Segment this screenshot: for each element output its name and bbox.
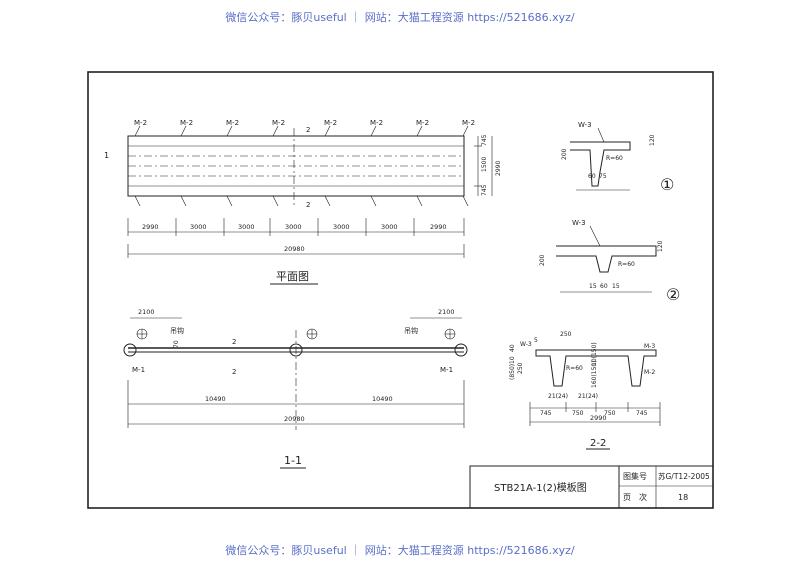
plan-bay-dim: 3000 xyxy=(285,223,302,231)
section22-label-m3: M-3 xyxy=(644,343,655,350)
detail2-dim-120: 120 xyxy=(657,240,664,252)
section11-half-dim: 10490 xyxy=(205,395,226,403)
detail-1: W-3 200 60 75 R=60 120 ① xyxy=(561,121,674,194)
detail1-radius: R=60 xyxy=(606,155,623,162)
detail1-circle-marker: ① xyxy=(660,175,674,194)
section22-dim-160: 160(150) xyxy=(591,360,598,388)
plan-m2-label: M-2 xyxy=(370,119,383,127)
detail1-dim-60: 60 xyxy=(588,173,596,180)
watermark-bottom: 微信公众号：豚贝useful ｜ 网站：大猫工程资源 https://52168… xyxy=(225,544,575,557)
section22-bottom-dim: 750 xyxy=(572,410,584,417)
section11-total-dim: 20980 xyxy=(284,415,305,423)
detail2-dim-15a: 15 xyxy=(589,283,597,290)
section22-dim-850: (850) xyxy=(509,364,516,380)
plan-m2-label: M-2 xyxy=(462,119,475,127)
section22-dim-250: 250 xyxy=(560,331,572,338)
plan-right-dim: 745 xyxy=(481,134,488,146)
section22-dim-250v: 250 xyxy=(517,362,524,374)
detail2-radius: R=60 xyxy=(618,261,635,268)
section11-m1-left: M-1 xyxy=(132,366,145,374)
plan-m2-label: M-2 xyxy=(324,119,337,127)
plan-bay-dim: 3000 xyxy=(190,223,207,231)
section11-half-dim: 10490 xyxy=(372,395,393,403)
plan-m2-label: M-2 xyxy=(180,119,193,127)
plan-total-dim: 20980 xyxy=(284,245,305,253)
plan-right-total: 2990 xyxy=(495,161,502,176)
section11-hook-left: 吊钩 xyxy=(170,326,184,335)
section11-m1-right: M-1 xyxy=(440,366,453,374)
plan-section-mark-bottom: 2 xyxy=(306,201,310,209)
plan-right-dim: 1500 xyxy=(481,157,488,172)
detail1-dim-200: 200 xyxy=(561,148,568,160)
detail1-label: W-3 xyxy=(578,121,592,129)
atlas-label: 图集号 xyxy=(623,471,647,481)
plan-bay-dim: 3000 xyxy=(381,223,398,231)
section22-total-dim: 2990 xyxy=(590,414,607,422)
detail2-dim-60: 60 xyxy=(600,283,608,290)
section22-bottom-dim: 745 xyxy=(636,410,648,417)
section22-dim-150: 10(150) xyxy=(591,342,598,366)
section11-right-dim: 2100 xyxy=(438,308,455,316)
section11-mark-top: 2 xyxy=(232,338,236,346)
plan-bay-dim: 2990 xyxy=(430,223,447,231)
section11-left-dim: 2100 xyxy=(138,308,155,316)
plan-m2-label: M-2 xyxy=(272,119,285,127)
section22-radius: R=60 xyxy=(566,365,583,372)
section22-dim-21b: 21(24) xyxy=(578,393,598,400)
plan-bay-dim: 3000 xyxy=(333,223,350,231)
detail1-dim-120: 120 xyxy=(649,134,656,146)
section22-bottom-dim: 750 xyxy=(604,410,616,417)
detail2-dim-200: 200 xyxy=(539,254,546,266)
section22-dim-10: 10 xyxy=(509,356,516,364)
atlas-value: 苏G/T12-2005 xyxy=(658,471,710,481)
detail2-label: W-3 xyxy=(572,219,586,227)
section-2-2: M-3 M-2 W-3 5 250 10(150) 10 40 250 (850… xyxy=(509,331,661,450)
section22-dim-40: 40 xyxy=(509,344,516,352)
section22-dim-5: 5 xyxy=(534,337,538,344)
section22-label-m2: M-2 xyxy=(644,369,655,376)
plan-section-mark-top: 2 xyxy=(306,126,310,134)
section22-title: 2-2 xyxy=(590,438,606,449)
plan-m2-label: M-2 xyxy=(134,119,147,127)
section22-label-w3: W-3 xyxy=(520,341,532,348)
page-value: 18 xyxy=(678,493,688,502)
plan-right-dim: 745 xyxy=(481,184,488,196)
title-block: STB21A-1(2)模板图 图集号 苏G/T12-2005 页 次 18 xyxy=(469,465,714,509)
sheet-border xyxy=(87,71,714,509)
plan-side-mark: 1 xyxy=(104,151,109,160)
section-1-1: 2100 2100 吊钩 吊钩 70 2 2 M-1 M-1 10490 104… xyxy=(123,308,468,469)
page-label: 页 次 xyxy=(623,492,647,502)
detail1-dim-75: 75 xyxy=(599,173,607,180)
plan-bay-dim: 3000 xyxy=(238,223,255,231)
detail-2: W-3 200 15 60 15 R=60 120 ② xyxy=(539,219,680,304)
section11-dim70: 70 xyxy=(173,340,180,348)
section22-dim-21a: 21(24) xyxy=(548,393,568,400)
detail2-dim-15b: 15 xyxy=(612,283,620,290)
plan-title: 平面图 xyxy=(276,270,309,283)
plan-m2-label: M-2 xyxy=(416,119,429,127)
detail2-circle-marker: ② xyxy=(666,285,680,304)
plan-m2-label: M-2 xyxy=(226,119,239,127)
section11-mark-bottom: 2 xyxy=(232,368,236,376)
plan-view: M-2 M-2 M-2 M-2 M-2 M-2 M-2 M-2 2 2 1 74… xyxy=(104,119,502,285)
section22-bottom-dim: 745 xyxy=(540,410,552,417)
watermark-top: 微信公众号：豚贝useful ｜ 网站：大猫工程资源 https://52168… xyxy=(225,11,575,24)
section11-title: 1-1 xyxy=(284,454,302,467)
plan-bay-dim: 2990 xyxy=(142,223,159,231)
section11-hook-right: 吊钩 xyxy=(404,326,418,335)
drawing-name: STB21A-1(2)模板图 xyxy=(494,481,587,494)
